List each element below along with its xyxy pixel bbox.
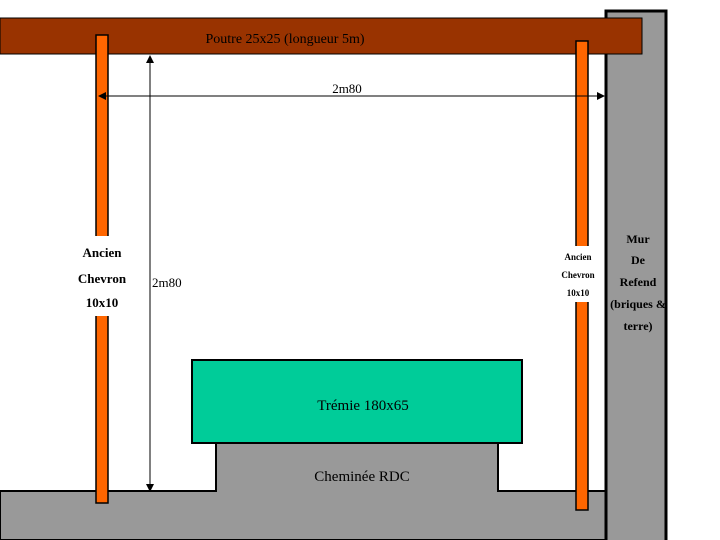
right-rafter-line-1: Ancien xyxy=(565,252,592,262)
vertical-dimension-label: 2m80 xyxy=(152,275,182,290)
left-rafter-line-1: Ancien xyxy=(83,245,123,260)
floor-and-chimney xyxy=(0,442,607,540)
wall-line-4: (briques & xyxy=(610,297,666,311)
right-rafter-line-3: 10x10 xyxy=(567,288,590,298)
wall-mur-de-refend xyxy=(604,9,668,540)
left-rafter-line-3: 10x10 xyxy=(86,295,119,310)
wall-line-5: terre) xyxy=(623,319,652,333)
chimney-label: Cheminée RDC xyxy=(314,469,409,485)
tremie xyxy=(191,359,523,444)
horizontal-dimension-label: 2m80 xyxy=(332,81,362,96)
left-rafter-line-2: Chevron xyxy=(78,271,127,286)
wall-line-3: Refend xyxy=(620,275,657,289)
beam-label: Poutre 25x25 (longueur 5m) xyxy=(205,32,364,47)
wall-line-2: De xyxy=(631,253,646,267)
tremie-label: Trémie 180x65 xyxy=(317,398,409,414)
right-rafter-line-2: Chevron xyxy=(561,270,594,280)
wall-line-1: Mur xyxy=(626,232,650,246)
